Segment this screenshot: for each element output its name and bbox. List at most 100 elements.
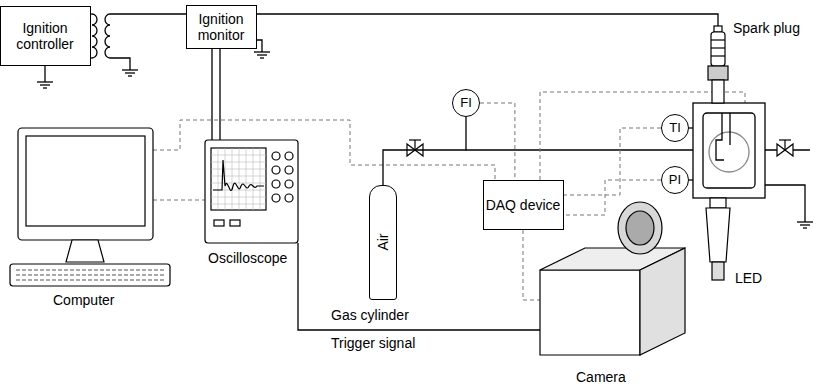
valve-symbol-part (784, 140, 785, 150)
oscilloscope-illustration-part-part (218, 148, 219, 210)
part-label: LED (734, 270, 763, 286)
node-text: FI (460, 96, 472, 111)
spark-plug-part (714, 26, 722, 32)
combustion-chamber-part (716, 113, 724, 160)
wires-part (765, 185, 805, 222)
oscilloscope-illustration-part (285, 152, 293, 160)
computer-illustration-part (18, 128, 153, 240)
ground-symbol-part (37, 81, 53, 82)
node-text: Ignition monitor (187, 11, 256, 43)
gas-line (383, 117, 466, 185)
combustion-chamber (693, 103, 765, 198)
oscilloscope-illustration-part-part (232, 148, 233, 210)
signal-line (480, 103, 515, 180)
oscilloscope-illustration-part-part (246, 148, 247, 210)
signal-line (564, 180, 662, 215)
valve-symbol-part (779, 139, 791, 140)
oscilloscope-illustration-part (272, 152, 280, 160)
ground-symbol-part (125, 72, 135, 73)
pressure-indicator: PI (661, 166, 689, 194)
oscilloscope-illustration-part-part (260, 148, 261, 210)
valve-symbol-part (409, 139, 421, 140)
oscilloscope-illustration-part-part (211, 204, 266, 205)
oscilloscope-illustration-part (285, 180, 293, 188)
gas-cylinder: Air (369, 185, 396, 300)
spark-plug-part (711, 32, 725, 66)
oscilloscope-illustration-part (272, 180, 280, 188)
wires-part (211, 47, 212, 140)
oscilloscope-illustration-part-part (211, 169, 266, 170)
flow-indicator: FI (452, 89, 480, 117)
valve-symbol-part (414, 140, 415, 150)
oscilloscope-illustration-part-part (211, 155, 266, 156)
oscilloscope-illustration-part (285, 166, 293, 174)
part-label: Camera (575, 369, 627, 385)
monitor-box: Ignition monitor (186, 5, 257, 48)
oscilloscope-illustration-part-part (211, 162, 266, 163)
node-text: DAQ device (486, 197, 561, 213)
signal-lines-part (153, 200, 205, 201)
computer-illustration-part (16, 269, 164, 270)
node-text: Ignition controller (1, 20, 90, 52)
part-label: Gas cylinder (330, 307, 410, 323)
computer-illustration-part (66, 240, 104, 262)
ground-symbol-part (122, 69, 138, 70)
oscilloscope-illustration-part-part (211, 183, 266, 184)
camera-illustration-part (618, 202, 662, 254)
ground-symbol-part (128, 75, 132, 76)
oscilloscope-illustration-part (211, 148, 266, 210)
oscilloscope-illustration (205, 140, 298, 243)
computer-illustration (10, 128, 170, 286)
ground-symbol-part (254, 51, 270, 52)
signal-label: Trigger signal (330, 335, 416, 351)
spark-plug-part (711, 39, 725, 40)
wires-part (219, 47, 220, 140)
oscilloscope-illustration-part-part (211, 197, 266, 198)
led-light (706, 198, 730, 280)
node-text: PI (669, 173, 681, 188)
node-text: TI (669, 121, 681, 136)
computer-illustration-part (16, 274, 164, 275)
oscilloscope-illustration-part (214, 220, 224, 226)
wires-part (298, 243, 540, 330)
oscilloscope-illustration-part-part (253, 148, 254, 210)
ground-symbol-part (43, 87, 47, 88)
node-text: Air (375, 234, 391, 251)
transformer-symbol (92, 14, 110, 58)
transformer-symbol-part (92, 14, 97, 58)
spark-plug-part (711, 47, 725, 48)
ground-symbol-part (260, 57, 264, 58)
ground-symbol-part (797, 221, 813, 222)
combustion-chamber-part (709, 132, 749, 172)
ground-symbol-part (40, 84, 50, 85)
oscilloscope-illustration-part (213, 160, 264, 191)
led-light-part (712, 262, 724, 280)
spark-plug-part (712, 80, 724, 103)
wires-part (252, 14, 718, 27)
part-label: Spark plug (732, 20, 801, 36)
temperature-indicator: TI (661, 114, 689, 142)
camera-illustration-part (540, 270, 640, 355)
combustion-chamber-part (729, 113, 730, 145)
combustion-chamber-part (703, 113, 755, 188)
oscilloscope-illustration-part (205, 140, 298, 243)
combustion-chamber-part (693, 103, 765, 198)
oscilloscope-illustration-part (211, 148, 266, 210)
led-light-part (706, 208, 730, 262)
computer-illustration-part (26, 136, 145, 226)
camera-illustration-part (640, 248, 685, 355)
ground-symbol-part (257, 54, 267, 55)
wires-part (110, 13, 190, 14)
wires-part (110, 58, 130, 70)
ground-symbol-part (803, 227, 807, 228)
daq-box: DAQ device (483, 180, 564, 230)
camera-illustration-part (626, 211, 654, 245)
wires-part (44, 66, 45, 82)
led-light-part (710, 198, 726, 208)
transformer-symbol-part (105, 14, 110, 58)
spark-plug (708, 26, 728, 103)
